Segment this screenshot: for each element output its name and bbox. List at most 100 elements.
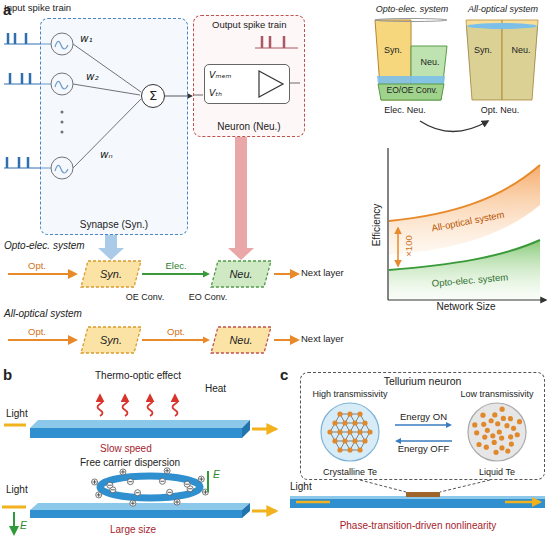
- stave-label: Syn.: [384, 45, 402, 55]
- sum-circle: Σ: [141, 84, 165, 108]
- neuron-type-label: Elec. Neu.: [384, 105, 426, 115]
- ring-modulator-part-part: [97, 493, 101, 497]
- light-label: Light: [6, 484, 28, 496]
- transition-arc: [420, 121, 488, 132]
- axis-label: Efficiency: [371, 204, 383, 247]
- field-label: E: [213, 468, 220, 480]
- drawback-label: Large size: [110, 524, 156, 536]
- ring-modulator-part: [30, 503, 250, 510]
- field-label: E: [20, 519, 27, 531]
- mechanism-title: Thermo-optic effect: [95, 370, 181, 382]
- ring-modulator-part-part: [168, 492, 172, 493]
- mapping-arrow: [228, 137, 254, 260]
- row-arrows-part: [274, 339, 298, 341]
- input-label: Input spike train: [4, 3, 71, 14]
- node-text: Neu.: [229, 268, 252, 281]
- row-arrows-part: [8, 273, 76, 275]
- effect-label: Phase-transition-driven nonlinearity: [340, 520, 497, 532]
- tellurium-waveguide-part: [360, 480, 490, 492]
- ring-modulator-part-part: [130, 500, 136, 506]
- node-text: Opto-elec. system: [376, 4, 449, 14]
- stave-label: Syn.: [474, 45, 492, 55]
- node-text: Syn.: [100, 334, 122, 347]
- ring-modulator-part-part: [92, 479, 98, 485]
- factor-label: ×100: [404, 235, 415, 256]
- neuron-block: Neu.: [210, 260, 272, 288]
- ring-modulator-part-part: [174, 499, 180, 505]
- neuron-type-label: Opt. Neu.: [481, 105, 520, 115]
- arrowhead: [203, 337, 210, 344]
- liquid-state: Low transmissivityLiquid Te: [452, 389, 542, 477]
- connector-line: [395, 424, 447, 426]
- light-label: Light: [290, 481, 312, 493]
- node-text: Synapse (Syn.): [80, 219, 148, 231]
- node-text: Low transmissivity: [460, 389, 533, 399]
- comparator-symbol: [256, 68, 286, 100]
- efficiency-chart-part: [389, 165, 540, 221]
- row-arrows-part: [274, 273, 298, 275]
- mechanism-title: Free carrier dispersion: [80, 457, 180, 469]
- node-text: Neuron (Neu.): [217, 121, 280, 133]
- heat-waves-part: [98, 395, 103, 416]
- heat-waves: [98, 395, 178, 416]
- ring-modulator-part-part: [121, 470, 125, 474]
- edge-label: Energy ON: [398, 412, 449, 422]
- conversion-label: OE Conv.: [126, 292, 164, 302]
- ring-modulator-part: [92, 468, 209, 506]
- tellurium-waveguide-part: [406, 492, 440, 497]
- node-subtext: Vₜₕ: [209, 88, 222, 99]
- tellurium-waveguide-part: [296, 501, 540, 504]
- light-label: Light: [6, 408, 28, 420]
- conversion-label: EO Conv.: [189, 292, 227, 302]
- crystal-state: High transmissivityCrystalline Te: [305, 389, 395, 477]
- ring-modulator-part: [100, 476, 200, 498]
- ring-modulator-part-part: [120, 469, 126, 475]
- weight-label: w₁: [80, 32, 93, 44]
- ring-modulator-part-part: [185, 484, 189, 485]
- ring-modulator-part-part: [128, 481, 132, 482]
- ring-modulator-part-part: [131, 501, 135, 505]
- signal-label: Opt.: [28, 327, 46, 338]
- tellurium-waveguide-part: [290, 496, 545, 508]
- ring-modulator-part: [30, 510, 242, 518]
- synapse-block: Syn.: [80, 326, 142, 354]
- heat-waves-part: [123, 395, 128, 416]
- stave-label: Neu.: [420, 57, 439, 67]
- transition-arc-part: [420, 121, 488, 132]
- connector-line: [142, 339, 204, 341]
- ring-modulator-part-part: [198, 476, 204, 482]
- ring-modulator-part-part: [96, 492, 102, 498]
- next-layer-label: Next layer: [301, 334, 344, 345]
- curve-label: Opto-elec. system: [431, 272, 508, 290]
- ring-modulator-part-part: [111, 489, 115, 490]
- arrowhead: [446, 422, 452, 428]
- ring-modulator-part-part: [167, 489, 173, 495]
- panel-letter: c: [280, 366, 288, 383]
- curve-label: All-optical system: [431, 210, 506, 235]
- tellurium-box: High transmissivityCrystalline Te Low tra…: [300, 372, 545, 480]
- ring-modulator-part-part: [164, 468, 170, 474]
- thermo-waveguide-part: [4, 425, 276, 429]
- node-subtext: Liquid Te: [479, 467, 515, 477]
- thermo-waveguide: [4, 420, 276, 438]
- optical-link: [142, 337, 210, 344]
- edge-label: Elec.: [163, 261, 188, 271]
- heat-label: Heat: [205, 383, 226, 395]
- transition-arrow: [395, 422, 452, 428]
- stave-label: EO/OE Conv.: [387, 86, 438, 96]
- ring-modulator-part-part: [107, 482, 113, 488]
- arrowhead: [98, 248, 124, 260]
- heat-waves-part: [148, 395, 153, 416]
- drawback-label: Slow speed: [100, 443, 152, 455]
- ring-modulator-part-part: [108, 485, 112, 486]
- electrical-link: [142, 271, 210, 278]
- connector-line: [400, 440, 452, 442]
- neuron-block: Neu.: [210, 326, 272, 354]
- ring-modulator-part-part: [188, 488, 192, 489]
- connector-line: [235, 137, 247, 250]
- node-text: Vₘₑₘ: [209, 70, 231, 81]
- axis-label: Network Size: [437, 301, 496, 313]
- ring-modulator-part-part: [175, 500, 179, 504]
- panel-letter: b: [3, 366, 12, 383]
